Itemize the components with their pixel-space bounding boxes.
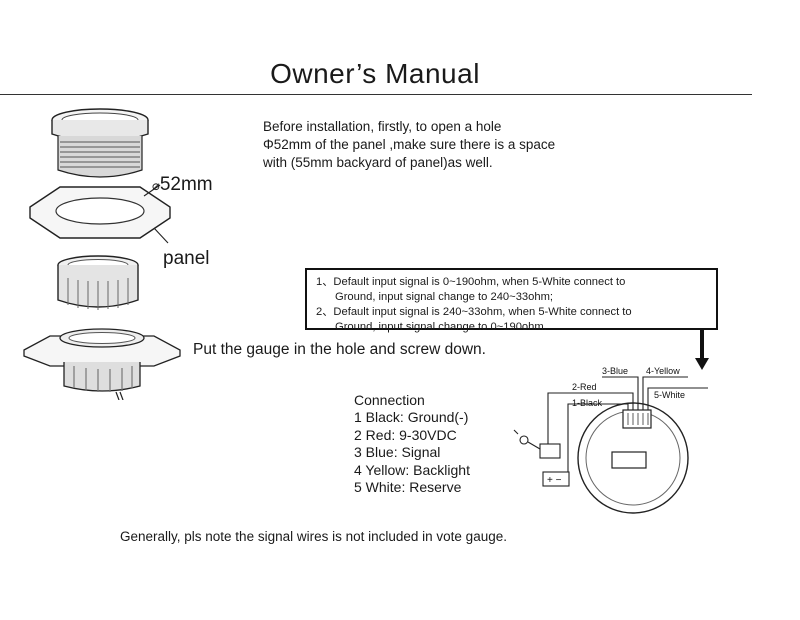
- note-item-2-line-2: Ground, input signal change to 0~190ohm.: [335, 321, 547, 333]
- wire-label-yellow: 4-Yellow: [646, 366, 680, 376]
- hole-diameter-label: ⌀52mm: [152, 174, 213, 195]
- connection-item-3: 3 Blue: Signal: [354, 444, 441, 461]
- intro-line-1: Before installation, firstly, to open a …: [263, 119, 502, 134]
- note-arrow-icon: [695, 330, 709, 370]
- page-title: Owner’s Manual: [270, 58, 480, 89]
- panel-pointer-line: [153, 227, 169, 244]
- installation-intro: Before installation, firstly, to open a …: [263, 118, 555, 172]
- battery-terminals-label: + −: [547, 475, 562, 486]
- hole-pointer-line: [143, 184, 161, 197]
- connection-list: Connection 1 Black: Ground(-) 2 Red: 9-3…: [354, 392, 470, 496]
- note-item-1-line-2: Ground, input signal change to 240~33ohm…: [335, 291, 554, 303]
- ignition-switch-icon: [513, 429, 561, 459]
- wiring-diagram: + − 3-Blue 4-Yellow 2-Red 5-White 1-Blac…: [513, 366, 708, 514]
- gauge-assembly-illustration: [23, 108, 181, 400]
- connection-item-5: 5 White: Reserve: [354, 479, 462, 496]
- wire-white: [647, 387, 708, 410]
- note-item-2-line-1: 2、Default input signal is 240~33ohm, whe…: [316, 306, 632, 318]
- input-signal-note-box: 1、Default input signal is 0~190ohm, when…: [305, 268, 718, 333]
- panel-label: panel: [163, 248, 210, 269]
- connection-item-4: 4 Yellow: Backlight: [354, 461, 470, 478]
- wire-yellow: [642, 376, 688, 410]
- diameter-symbol-icon: ⌀: [152, 178, 160, 193]
- wire-label-blue: 3-Blue: [602, 366, 628, 376]
- intro-line-2: Φ52mm of the panel ,make sure there is a…: [263, 137, 556, 152]
- connection-heading: Connection: [354, 392, 425, 408]
- mounting-instruction: Put the gauge in the hole and screw down…: [193, 341, 486, 358]
- wire-label-red: 2-Red: [572, 382, 597, 392]
- wire-connector: [622, 409, 652, 429]
- battery-icon: + −: [542, 471, 570, 487]
- wire-label-black: 1-Black: [572, 398, 603, 408]
- footer-note: Generally, pls note the signal wires is …: [120, 529, 507, 544]
- wire-label-white: 5-White: [654, 390, 685, 400]
- gauge-rear-view: [577, 402, 689, 514]
- panel-plate-drawing: [29, 186, 171, 239]
- intro-line-3: with (55mm backyard of panel)as well.: [263, 155, 493, 170]
- connection-item-1: 1 Black: Ground(-): [354, 409, 469, 426]
- nut-drawing: [57, 255, 139, 310]
- note-item-1-line-1: 1、Default input signal is 0~190ohm, when…: [316, 276, 626, 288]
- installed-gauge-drawing: [23, 328, 181, 400]
- wire-blue: [602, 376, 639, 410]
- title-divider: [0, 94, 752, 95]
- gauge-bezel-drawing: [51, 108, 149, 178]
- connection-item-2: 2 Red: 9-30VDC: [354, 426, 457, 443]
